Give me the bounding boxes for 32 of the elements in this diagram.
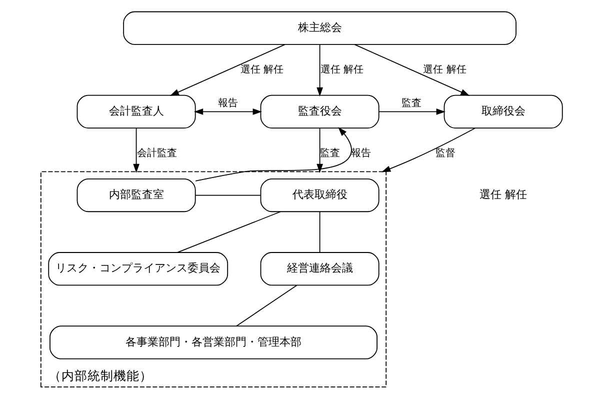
node-box: 代表取締役 (260, 178, 380, 212)
node-box: 各事業部門・各営業部門・管理本部 (50, 326, 378, 360)
edge-label: 監査 (320, 148, 340, 160)
edge-label: 選任 解任 (320, 64, 364, 76)
arrow (133, 128, 140, 174)
node-box: 内部監査室 (76, 178, 196, 212)
connector (236, 284, 298, 326)
arrow (170, 44, 286, 96)
arrow (194, 108, 262, 115)
node-box: リスク・コンプライアンス委員会 (48, 252, 228, 286)
arrow (195, 127, 352, 182)
edge-label: 報告 (218, 98, 238, 110)
edge-label: 選任 解任 (423, 64, 466, 76)
arrow (316, 44, 323, 96)
node-box: 会計監査人 (76, 94, 196, 128)
node-box: 取締役会 (444, 94, 563, 128)
edge-label: 監査 (402, 98, 422, 110)
arrow (354, 44, 470, 96)
arrow (316, 128, 323, 174)
edge-label: 会計監査 (137, 148, 178, 160)
connector (177, 211, 281, 253)
node-box: 監査役会 (260, 94, 380, 128)
arrow (378, 108, 446, 115)
node-box: 株主総会 (123, 11, 516, 45)
connector (319, 211, 320, 253)
edge-label: 報告 (351, 148, 372, 160)
connector (194, 194, 261, 196)
arrow (381, 128, 476, 172)
label: 選任 解任 (480, 188, 528, 202)
edge-label: 監督 (436, 148, 456, 160)
node-box: 経営連絡会議 (260, 252, 380, 286)
edge-label: 選任 解任 (240, 64, 284, 76)
